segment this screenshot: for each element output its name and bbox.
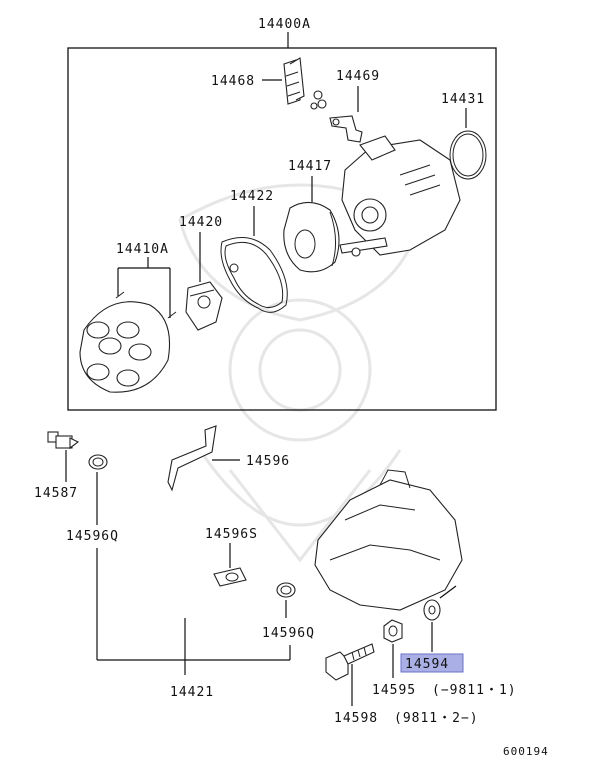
label-14598-note: (9811・2−) [394,711,479,726]
part-14596S-clip[interactable] [213,567,247,587]
highlight-14594 [400,653,464,673]
part-14410A-distributor-cap[interactable] [79,291,177,393]
part-14596-bracket[interactable] [167,425,217,492]
label-14431[interactable]: 14431 [441,92,485,107]
part-14587-fitting[interactable] [47,431,80,450]
label-14410A[interactable]: 14410A [116,242,169,257]
part-screws-small[interactable] [310,90,327,110]
part-14598-bolt[interactable] [325,643,375,681]
label-14596S[interactable]: 14596S [205,527,258,542]
part-14596Q-clamp-a[interactable] [88,454,108,470]
label-14417[interactable]: 14417 [288,159,332,174]
part-14595-nut[interactable] [383,619,403,643]
part-14420-rotor[interactable] [185,281,223,331]
label-14595[interactable]: 14595 [372,683,416,698]
part-distributor-housing[interactable] [339,135,461,257]
label-14421[interactable]: 14421 [170,685,214,700]
part-14431-o-ring[interactable] [449,130,487,180]
part-14469-clamp[interactable] [329,115,363,143]
part-distributor-lower[interactable] [314,469,463,611]
label-14420[interactable]: 14420 [179,215,223,230]
part-14594-washer[interactable] [423,599,441,621]
label-14469[interactable]: 14469 [336,69,380,84]
label-14422[interactable]: 14422 [230,189,274,204]
part-14422-gasket[interactable] [220,237,288,313]
watermark-emblem [178,183,422,563]
label-14468[interactable]: 14468 [211,74,255,89]
part-14417-cover[interactable] [283,201,340,273]
label-14596Q-a[interactable]: 14596Q [66,529,119,544]
label-14595-note: (−9811・1) [432,683,517,698]
label-14400A[interactable]: 14400A [258,17,311,32]
assembly-frame [67,47,497,411]
label-14596[interactable]: 14596 [246,454,290,469]
label-14594[interactable]: 14594 [405,657,449,672]
part-14421-hose[interactable] [108,466,272,615]
label-14596Q-b[interactable]: 14596Q [262,626,315,641]
drawing-number: 600194 [503,745,549,758]
label-14587[interactable]: 14587 [34,486,78,501]
part-14596Q-clamp-b[interactable] [276,582,296,598]
part-14468-bracket[interactable] [283,57,305,105]
label-14598[interactable]: 14598 [334,711,378,726]
